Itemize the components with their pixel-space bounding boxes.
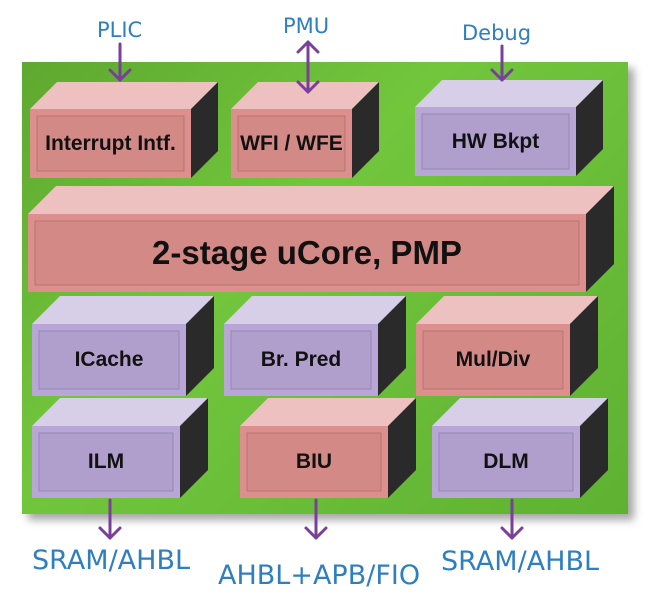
debug-label: Debug: [462, 21, 532, 45]
plic-label: PLIC: [97, 18, 143, 42]
mul-div-block: Mul/Div: [416, 296, 598, 396]
biu-block: BIU: [240, 398, 416, 498]
pmu-label: PMU: [283, 14, 330, 38]
block-shape: [240, 398, 416, 498]
br-pred-block: Br. Pred: [224, 296, 406, 396]
block-shape: [231, 82, 379, 178]
hw-bkpt-block: HW Bkpt: [415, 80, 603, 176]
dlm-label: DLM: [483, 450, 529, 473]
block-shape: [32, 296, 214, 396]
wfi-wfe-block: WFI / WFE: [231, 82, 379, 178]
ucore-pmp-label: 2-stage uCore, PMP: [152, 234, 462, 271]
block-shape: [30, 82, 218, 178]
block-shape: [224, 296, 406, 396]
br-pred-label: Br. Pred: [260, 348, 342, 371]
biu-bus-label: AHBL+APB/FIO: [218, 560, 421, 591]
interrupt-intf-block: Interrupt Intf.: [30, 82, 218, 178]
icache-label: ICache: [74, 348, 144, 371]
block-shape: [416, 296, 598, 396]
ilm-block: ILM: [32, 398, 208, 498]
block-shape: [432, 398, 608, 498]
dlm-bus-label: SRAM/AHBL: [441, 546, 600, 577]
ilm-label: ILM: [87, 450, 125, 473]
block-shape: [415, 80, 603, 176]
ilm-bus-label: SRAM/AHBL: [32, 545, 191, 576]
dlm-block: DLM: [432, 398, 608, 498]
mul-div-label: Mul/Div: [455, 348, 531, 371]
hw-bkpt-label: HW Bkpt: [451, 129, 540, 153]
ucore-pmp-block: 2-stage uCore, PMP: [28, 186, 614, 292]
interrupt-intf-label: Interrupt Intf.: [45, 131, 176, 155]
wfi-wfe-label: WFI / WFE: [240, 131, 343, 155]
block-shape: [28, 186, 614, 292]
icache-block: ICache: [32, 296, 214, 396]
biu-label: BIU: [295, 450, 333, 473]
block-shape: [32, 398, 208, 498]
